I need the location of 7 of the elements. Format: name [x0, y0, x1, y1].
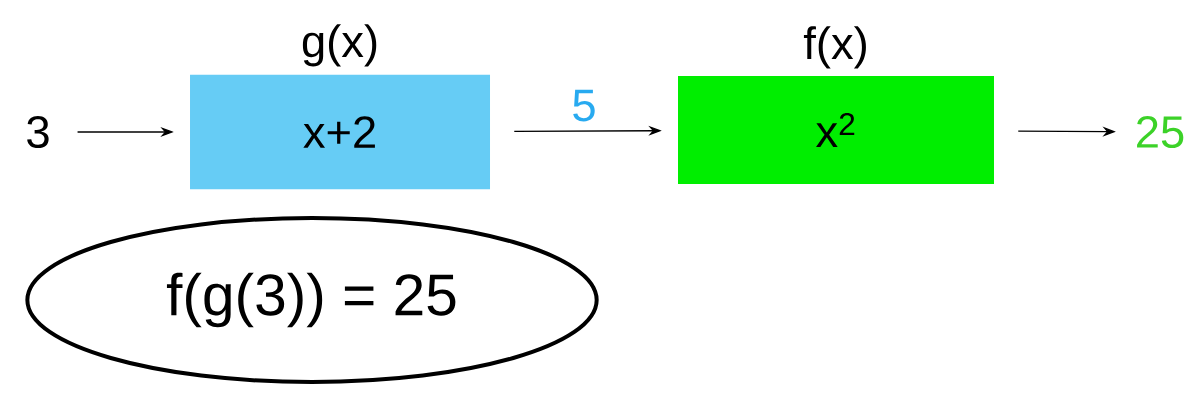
function-name: g(x) [302, 24, 377, 67]
input-value: 3 [27, 115, 49, 149]
function-box: x+2 [190, 74, 490, 190]
edge-label: 5 [570, 88, 598, 123]
function-box: x$^{2}$ [678, 76, 994, 184]
function-name: f(x) [803, 26, 866, 69]
input-value: 25 [1137, 115, 1184, 149]
